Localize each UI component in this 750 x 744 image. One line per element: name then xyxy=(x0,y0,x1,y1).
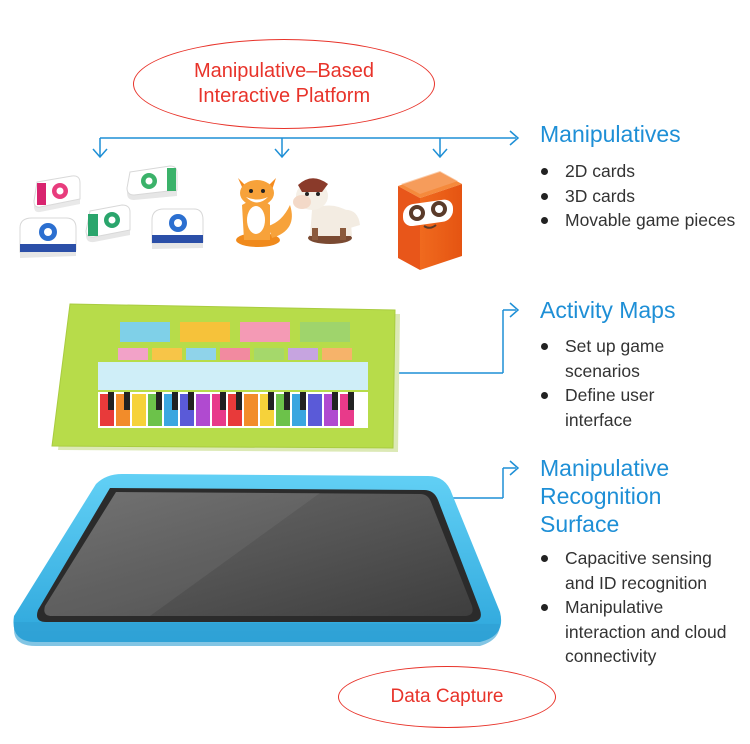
bullet-item: Define user interface xyxy=(540,383,715,432)
bullet-item: Capacitive sensing and ID recognition xyxy=(540,546,745,595)
section-title-activity-maps: Activity Maps xyxy=(540,296,675,324)
card-blue-left xyxy=(19,217,77,258)
bullet-item: 3D cards xyxy=(540,184,740,209)
card-green-mid xyxy=(85,204,131,243)
section-title-line: Surface xyxy=(540,511,620,537)
horse-figure xyxy=(293,178,360,244)
card-pink xyxy=(33,175,81,213)
bullet-item: Set up game scenarios xyxy=(540,334,715,383)
section-title-line: Activity Maps xyxy=(540,297,676,323)
card-green-top xyxy=(126,165,178,200)
bullets-manipulatives: 2D cards 3D cards Movable game pieces xyxy=(540,159,740,233)
section-title-line: Recognition xyxy=(540,483,662,509)
section-title-manipulatives: Manipulatives xyxy=(540,120,681,148)
3d-figures-illustration xyxy=(236,178,360,247)
bullets-activity-maps: Set up game scenarios Define user interf… xyxy=(540,334,715,432)
platform-title-oval: Manipulative–Based Interactive Platform xyxy=(133,39,435,129)
game-piece-box-illustration xyxy=(398,171,462,270)
map-piano-keys xyxy=(98,392,368,428)
platform-title-line-2: Interactive Platform xyxy=(197,85,371,107)
fox-figure xyxy=(236,178,292,247)
bullet-item: Manipulative interaction and cloud conne… xyxy=(540,595,745,669)
bullet-item: 2D cards xyxy=(540,159,740,184)
section-title-line: Manipulatives xyxy=(540,121,681,147)
data-capture-label: Data Capture xyxy=(390,686,504,707)
tablet-illustration xyxy=(13,474,502,646)
bullets-recognition-surface: Capacitive sensing and ID recognition Ma… xyxy=(540,546,745,669)
section-title-line: Manipulative xyxy=(540,455,670,481)
bullet-item: Movable game pieces xyxy=(540,208,740,233)
2d-cards-illustration xyxy=(19,165,204,258)
map-middle-row xyxy=(118,348,352,360)
platform-title-line-1: Manipulative–Based xyxy=(193,60,375,82)
top-connector xyxy=(92,130,520,159)
map-top-panels xyxy=(120,322,350,342)
card-blue-right xyxy=(151,208,204,249)
section-title-recognition-surface: Manipulative Recognition Surface xyxy=(540,454,669,538)
activity-map-illustration xyxy=(51,303,400,452)
data-capture-oval: Data Capture xyxy=(338,666,556,728)
